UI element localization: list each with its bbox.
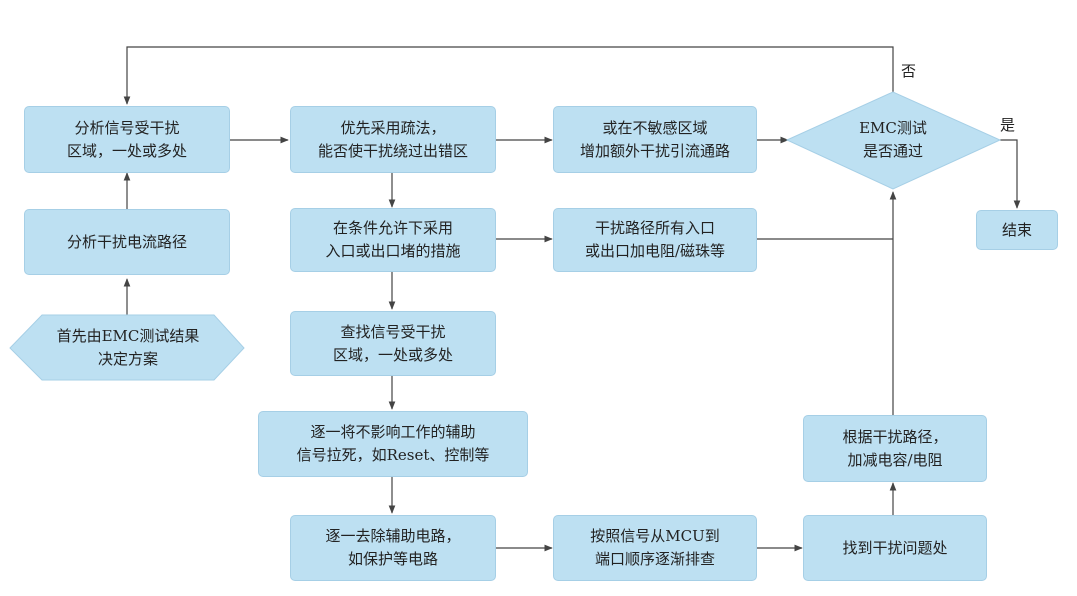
end-box: 结束 <box>976 210 1058 250</box>
arrow-emc-no-loop <box>123 46 894 105</box>
insensitive-drain-box: 或在不敏感区域 增加额外干扰引流通路 <box>553 106 757 173</box>
find-problem-box: 找到干扰问题处 <box>803 515 987 581</box>
edge-label-no: 否 <box>901 62 917 80</box>
start-hexagon <box>9 314 245 381</box>
start-label: 首先由EMC测试结果 决定方案 <box>56 327 200 368</box>
prefer-drain-box: 优先采用疏法， 能否使干扰绕过出错区 <box>290 106 496 173</box>
find-area-box: 查找信号受干扰 区域，一处或多处 <box>290 311 496 376</box>
arrow-emc-yes-to-end <box>1000 139 1021 209</box>
emc-test-diamond <box>785 91 1002 190</box>
pull-dead-box: 逐一将不影响工作的辅助 信号拉死，如Reset、控制等 <box>258 411 528 477</box>
emc-test-label: EMC测试 是否通过 <box>859 119 927 160</box>
edge-label-yes: 是 <box>1000 116 1016 134</box>
analyze-area-box: 分析信号受干扰 区域，一处或多处 <box>24 106 230 173</box>
block-io-box: 在条件允许下采用 入口或出口堵的措施 <box>290 208 496 272</box>
adjust-rc-box: 根据干扰路径， 加减电容/电阻 <box>803 415 987 482</box>
add-rc-box: 干扰路径所有入口 或出口加电阻/磁珠等 <box>553 208 757 272</box>
analyze-path-box: 分析干扰电流路径 <box>24 209 230 275</box>
remove-aux-box: 逐一去除辅助电路， 如保护等电路 <box>290 515 496 581</box>
trace-mcu-box: 按照信号从MCU到 端口顺序逐渐排查 <box>553 515 757 581</box>
